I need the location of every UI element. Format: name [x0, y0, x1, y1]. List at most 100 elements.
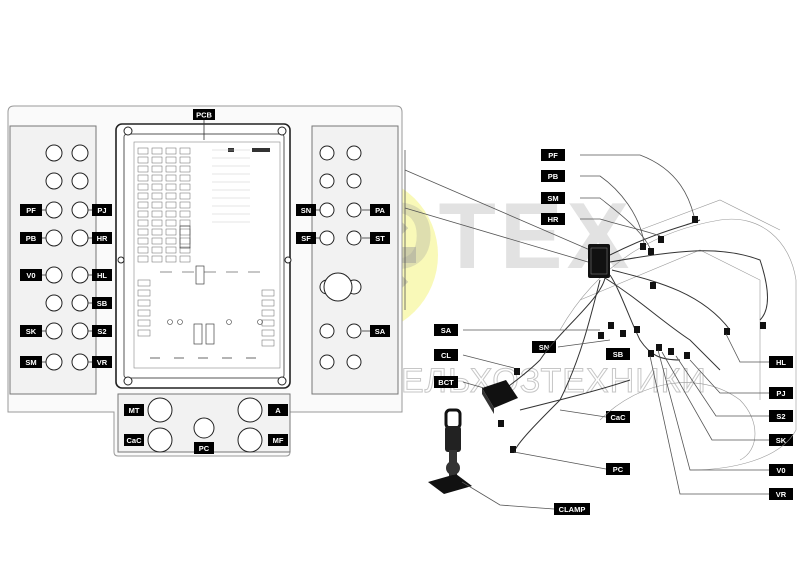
bct-module [482, 380, 518, 414]
harness-label-v0-text: V0 [776, 466, 785, 475]
bottom-label-pc: PC [194, 442, 214, 454]
panel-hole [45, 353, 63, 371]
right-label-sn-text: SN [301, 206, 311, 215]
harness-label-cl: CL [434, 349, 458, 361]
panel-hole [319, 230, 335, 246]
bottom-label-a-text: A [275, 406, 281, 415]
cab-roof [639, 199, 781, 231]
right-label-st: ST [370, 232, 390, 244]
harness-label-pf: PF [541, 149, 565, 161]
right-label-sn: SN [296, 204, 316, 216]
panel-hole [147, 427, 173, 453]
mid-label-hl: HL [92, 269, 112, 281]
right-label-pa: PA [370, 204, 390, 216]
harness-label-cl-text: CL [441, 351, 451, 360]
harness-label-sb-text: SB [613, 350, 624, 359]
pcb-label: PCB [193, 109, 215, 120]
right-label-sa: SA [370, 325, 390, 337]
panel-hole [319, 145, 335, 161]
panel-hole [237, 397, 263, 423]
mid-label-pj: PJ [92, 204, 112, 216]
harness-label-sk-text: SK [776, 436, 787, 445]
left-plate-label-sm-text: SM [25, 358, 36, 367]
harness-label-hr: HR [541, 213, 565, 225]
harness-label-sn-text: SN [539, 343, 549, 352]
pcb-label-text: PCB [196, 111, 212, 120]
right-label-sf: SF [296, 232, 316, 244]
harness-label-pb: PB [541, 170, 565, 182]
left-plate [9, 125, 97, 395]
harness-label-cac: CaC [606, 411, 630, 423]
harness-label-clamp: CLAMP [554, 503, 590, 515]
panel-hole [319, 323, 335, 339]
panel-hole [45, 294, 63, 312]
panel-hole [346, 202, 362, 218]
mid-label-s2: S2 [92, 325, 112, 337]
harness-label-pb-text: PB [548, 172, 559, 181]
bottom-label-mf-text: MF [273, 436, 284, 445]
control-panel [7, 105, 403, 457]
harness-label-v0: V0 [769, 464, 793, 476]
panel-hole [346, 323, 362, 339]
harness-label-sm-text: SM [547, 194, 558, 203]
harness-drawing [404, 150, 797, 510]
bottom-label-mf: MF [268, 434, 288, 446]
harness-label-cac-text: CaC [610, 413, 626, 422]
bottom-label-mt-text: MT [129, 406, 140, 415]
harness-label-hl: HL [769, 356, 793, 368]
panel-hole [71, 266, 89, 284]
harness-label-sa: SA [434, 324, 458, 336]
harness-label-vr-text: VR [776, 490, 787, 499]
panel-hole [323, 272, 353, 302]
junction-box [588, 244, 610, 278]
mid-label-hl-text: HL [97, 271, 107, 280]
bottom-label-a: A [268, 404, 288, 416]
mid-label-pj-text: PJ [97, 206, 106, 215]
mid-label-sb-text: SB [97, 299, 108, 308]
bottom-label-cac: CaC [124, 434, 144, 446]
cab-frame [579, 249, 761, 400]
bottom-label-mt: MT [124, 404, 144, 416]
panel-hole [71, 294, 89, 312]
mid-label-vr-text: VR [97, 358, 108, 367]
panel-hole [237, 427, 263, 453]
panel-hole [319, 173, 335, 189]
panel-hole [346, 230, 362, 246]
panel-hole [319, 354, 335, 370]
panel-hole [71, 201, 89, 219]
panel-hole [346, 173, 362, 189]
harness-label-pf-text: PF [548, 151, 558, 160]
right-plate [311, 125, 399, 395]
panel-hole [71, 144, 89, 162]
left-plate-label-sk: SK [20, 325, 42, 337]
harness-label-bct-text: BCT [438, 378, 454, 387]
panel-hole [45, 172, 63, 190]
panel-hole [346, 354, 362, 370]
panel-hole [147, 397, 173, 423]
left-plate-label-v0: V0 [20, 269, 42, 281]
harness-label-pc-text: PC [613, 465, 624, 474]
panel-hole [193, 417, 215, 439]
mid-label-hr: HR [92, 232, 112, 244]
bottom-label-pc-text: PC [199, 444, 210, 453]
right-label-st-text: ST [375, 234, 385, 243]
left-plate-label-pb: PB [20, 232, 42, 244]
panel-hole [71, 322, 89, 340]
panel-hole [71, 229, 89, 247]
left-plate-label-sk-text: SK [26, 327, 37, 336]
harness-label-pc: PC [606, 463, 630, 475]
pcb-components [137, 147, 275, 359]
pcb-housing [115, 123, 292, 389]
panel-hole [346, 145, 362, 161]
mid-label-sb: SB [92, 297, 112, 309]
harness-label-pj-text: PJ [776, 389, 785, 398]
panel-hole [319, 202, 335, 218]
panel-hole [45, 201, 63, 219]
right-label-sa-text: SA [375, 327, 386, 336]
left-plate-label-pf: PF [20, 204, 42, 216]
left-plate-label-pb-text: PB [26, 234, 37, 243]
panel-hole [71, 172, 89, 190]
harness-label-sn: SN [532, 341, 556, 353]
